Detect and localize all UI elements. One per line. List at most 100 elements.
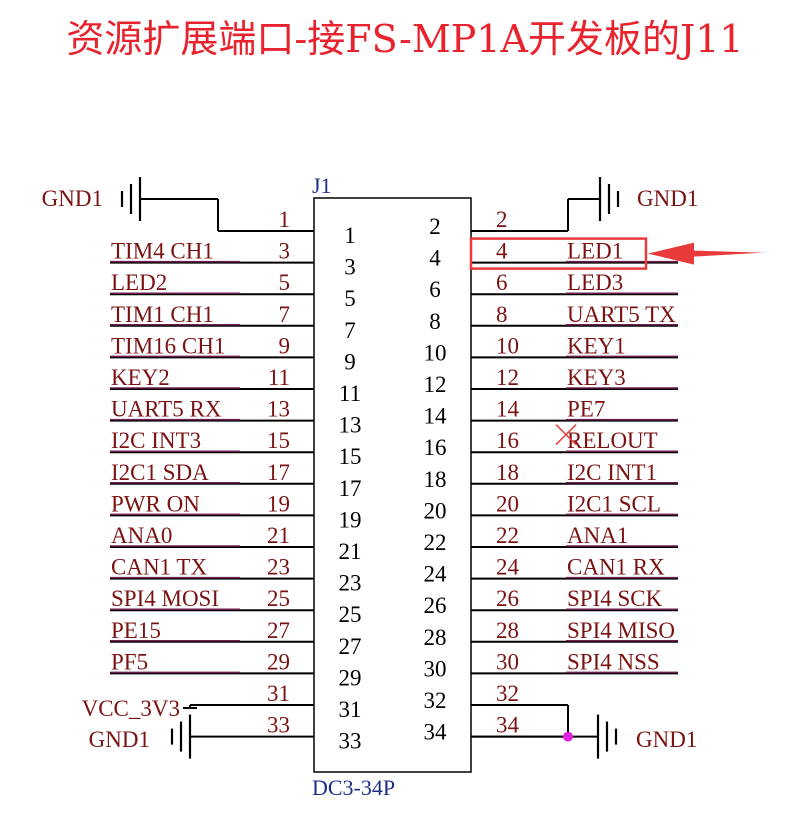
no-connect-mark bbox=[555, 424, 577, 446]
gnd-label: GND1 bbox=[637, 186, 698, 211]
pin-number-outer: 34 bbox=[496, 713, 520, 738]
pin-number-outer: 8 bbox=[496, 302, 508, 327]
net-label: KEY1 bbox=[567, 333, 626, 358]
pin-number-inner: 12 bbox=[424, 372, 447, 397]
connector-outline bbox=[313, 197, 472, 773]
pin-number-inner: 17 bbox=[339, 476, 362, 501]
pin-number-outer: 4 bbox=[496, 239, 508, 264]
net-label: SPI4 MOSI bbox=[111, 586, 219, 611]
pin-number-inner: 15 bbox=[339, 444, 362, 469]
gnd-label: GND1 bbox=[42, 186, 103, 211]
pin-number-inner: 18 bbox=[424, 467, 447, 492]
net-label: PWR ON bbox=[111, 491, 200, 516]
junction-dot bbox=[563, 731, 573, 742]
ground-icon bbox=[598, 177, 620, 221]
pin-number-inner: 3 bbox=[344, 255, 356, 280]
pin-number-inner: 24 bbox=[424, 562, 448, 587]
connector-part-number: DC3-34P bbox=[312, 775, 395, 800]
net-label: SPI4 MISO bbox=[567, 618, 675, 643]
pin-number-outer: 2 bbox=[496, 207, 508, 232]
net-label: KEY2 bbox=[111, 365, 170, 390]
pin-number-inner: 5 bbox=[344, 286, 356, 311]
pin-number-inner: 11 bbox=[339, 381, 361, 406]
net-label: ANA1 bbox=[567, 523, 628, 548]
pin-number-inner: 31 bbox=[339, 697, 362, 722]
pin-number-inner: 34 bbox=[424, 720, 448, 745]
net-label: I2C1 SCL bbox=[567, 491, 661, 516]
pin-number-inner: 13 bbox=[339, 413, 362, 438]
net-label: I2C INT1 bbox=[567, 460, 657, 485]
net-label: CAN1 TX bbox=[111, 555, 207, 580]
pin-number-inner: 10 bbox=[424, 340, 447, 365]
net-label: TIM1 CH1 bbox=[111, 302, 214, 327]
pin-number-inner: 27 bbox=[339, 634, 362, 659]
gnd-label: GND1 bbox=[89, 727, 150, 752]
pin-number-outer: 6 bbox=[496, 270, 508, 295]
net-label: I2C1 SDA bbox=[111, 460, 209, 485]
pin-number-outer: 33 bbox=[267, 713, 290, 738]
net-label: UART5 RX bbox=[111, 397, 222, 422]
net-label: UART5 TX bbox=[567, 302, 676, 327]
pin-number-inner: 19 bbox=[339, 507, 362, 532]
net-label: KEY3 bbox=[567, 365, 626, 390]
annotations-layer bbox=[469, 237, 764, 446]
net-label: ANA0 bbox=[111, 523, 172, 548]
pin-number-inner: 22 bbox=[424, 530, 447, 555]
pin-number-outer: 16 bbox=[496, 428, 519, 453]
pin-number-outer: 24 bbox=[496, 555, 520, 580]
pin-number-outer: 20 bbox=[496, 491, 519, 516]
pin-number-outer: 22 bbox=[496, 523, 519, 548]
net-label: LED1 bbox=[567, 239, 623, 264]
arrow-icon bbox=[648, 242, 764, 265]
pin-number-outer: 28 bbox=[496, 618, 519, 643]
net-label: LED2 bbox=[111, 270, 167, 295]
pin-number-inner: 6 bbox=[429, 277, 441, 302]
ground-icon bbox=[120, 177, 142, 221]
pin-number-inner: 1 bbox=[344, 223, 356, 248]
pin-number-inner: 7 bbox=[344, 318, 356, 343]
pin-number-outer: 7 bbox=[279, 302, 291, 327]
pin-number-inner: 25 bbox=[339, 602, 362, 627]
net-label: RELOUT bbox=[567, 428, 658, 453]
pin-number-inner: 16 bbox=[424, 435, 447, 460]
pin-number-inner: 4 bbox=[429, 246, 441, 271]
pin-number-outer: 29 bbox=[267, 649, 290, 674]
pin-number-inner: 21 bbox=[339, 539, 362, 564]
connector-designator: J1 bbox=[312, 173, 332, 198]
pin-number-inner: 14 bbox=[424, 404, 448, 429]
pin-number-outer: 11 bbox=[268, 365, 290, 390]
pin-number-outer: 5 bbox=[279, 270, 291, 295]
net-label: PF5 bbox=[111, 649, 148, 674]
pin-number-inner: 33 bbox=[339, 729, 362, 754]
pin-number-outer: 12 bbox=[496, 365, 519, 390]
pin-number-outer: 26 bbox=[496, 586, 519, 611]
pin-number-outer: 17 bbox=[267, 460, 290, 485]
pin-number-inner: 8 bbox=[429, 309, 441, 334]
pin-number-outer: 1 bbox=[279, 207, 291, 232]
pin-number-inner: 29 bbox=[339, 665, 362, 690]
net-label: SPI4 SCK bbox=[567, 586, 663, 611]
pin-number-inner: 23 bbox=[339, 571, 362, 596]
pin-number-inner: 28 bbox=[424, 625, 447, 650]
net-label: TIM16 CH1 bbox=[111, 333, 225, 358]
pin-number-inner: 30 bbox=[424, 656, 447, 681]
pin-number-outer: 19 bbox=[267, 491, 290, 516]
gnd-label: GND1 bbox=[636, 727, 697, 752]
pin-number-outer: 18 bbox=[496, 460, 519, 485]
pin-number-outer: 25 bbox=[267, 586, 290, 611]
pin-number-outer: 27 bbox=[267, 618, 290, 643]
pin-number-outer: 15 bbox=[267, 428, 290, 453]
vcc-label: VCC_3V3 bbox=[82, 696, 180, 721]
net-label: TIM4 CH1 bbox=[111, 239, 214, 264]
ground-icon bbox=[170, 714, 192, 759]
net-label: CAN1 RX bbox=[567, 555, 665, 580]
pin-number-inner: 20 bbox=[424, 498, 447, 523]
pin-number-inner: 9 bbox=[344, 349, 356, 374]
page-title: 资源扩展端口-接FS-MP1A开发板的J11 bbox=[66, 17, 744, 61]
pin-number-outer: 14 bbox=[496, 397, 520, 422]
pin-number-outer: 30 bbox=[496, 649, 519, 674]
pin-number-outer: 3 bbox=[279, 239, 291, 264]
